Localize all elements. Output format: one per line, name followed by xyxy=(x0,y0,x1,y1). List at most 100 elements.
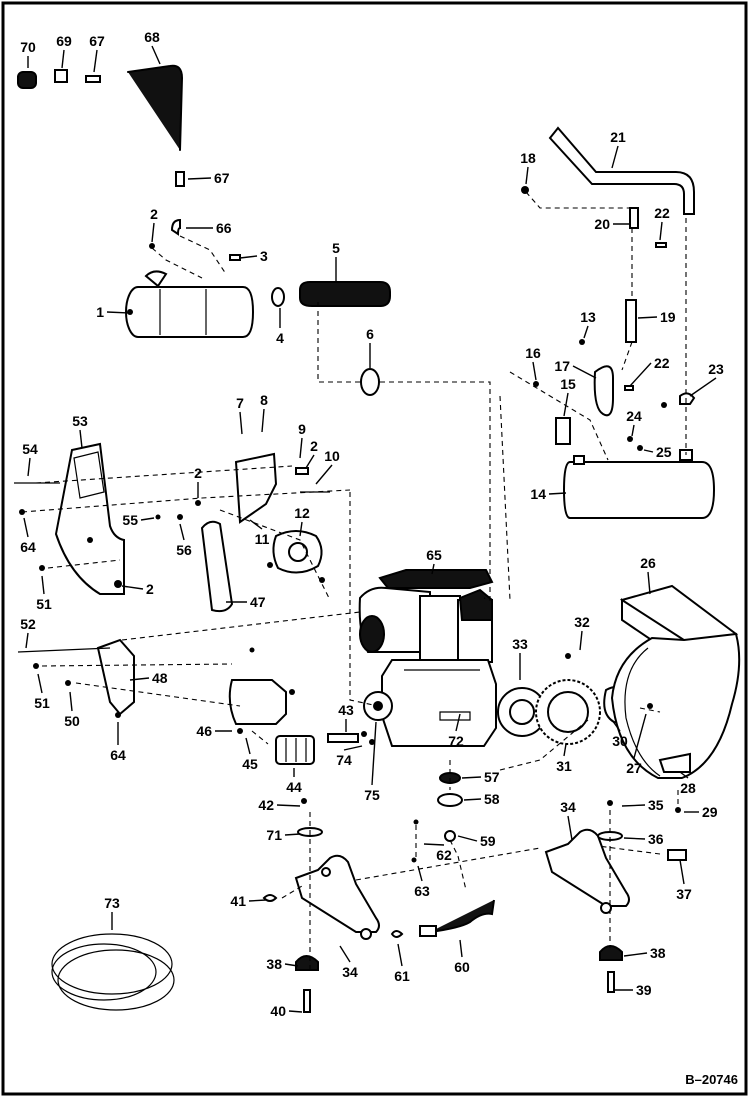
leader-line xyxy=(611,719,621,732)
hose-coil xyxy=(51,933,175,1011)
leader-line xyxy=(637,316,658,319)
callout-35: 35 xyxy=(621,797,664,813)
callout-number: 2 xyxy=(146,581,154,597)
leader-line xyxy=(461,776,482,779)
callout-71: 71 xyxy=(266,827,301,843)
callout-51-1: 51 xyxy=(36,575,52,612)
callout-13: 13 xyxy=(580,309,596,339)
callout-number: 52 xyxy=(20,616,36,632)
callout-73: 73 xyxy=(104,895,120,930)
leader-line xyxy=(525,166,529,185)
callout-63: 63 xyxy=(414,865,430,899)
callout-59: 59 xyxy=(457,833,496,849)
callout-9: 9 xyxy=(298,421,306,459)
callout-50: 50 xyxy=(64,691,80,729)
callout-12: 12 xyxy=(294,505,310,537)
callout-number: 59 xyxy=(480,833,496,849)
callout-68: 68 xyxy=(144,29,161,65)
leader-line xyxy=(25,632,29,649)
callout-46: 46 xyxy=(196,723,232,739)
leader-line xyxy=(611,145,619,169)
callout-number: 28 xyxy=(680,780,696,796)
callout-number: 71 xyxy=(266,827,282,843)
callout-number: 51 xyxy=(34,695,50,711)
callout-number: 31 xyxy=(556,758,572,774)
callout-number: 16 xyxy=(525,345,541,361)
callout-number: 75 xyxy=(364,787,380,803)
callout-4: 4 xyxy=(276,308,284,346)
callout-number: 21 xyxy=(610,129,626,145)
leader-line xyxy=(548,492,567,495)
callout-7: 7 xyxy=(236,395,244,435)
callout-number: 65 xyxy=(426,547,442,563)
leader-line xyxy=(129,677,150,681)
leader-line xyxy=(371,721,377,786)
leader-line xyxy=(455,713,461,732)
callout-number: 57 xyxy=(484,769,500,785)
callout-34-2: 34 xyxy=(560,799,576,841)
callout-number: 46 xyxy=(196,723,212,739)
callout-number: 74 xyxy=(336,752,352,768)
engine-mounts xyxy=(262,798,687,1013)
leader-line xyxy=(689,377,717,397)
callout-8: 8 xyxy=(260,392,268,433)
callout-number: 19 xyxy=(660,309,676,325)
callout-number: 29 xyxy=(702,804,718,820)
leader-line xyxy=(121,585,144,590)
callout-number: 64 xyxy=(110,747,126,763)
callout-number: 10 xyxy=(324,448,340,464)
callout-29: 29 xyxy=(684,804,718,820)
leader-line xyxy=(417,865,423,882)
leader-line xyxy=(23,517,29,538)
leader-line xyxy=(563,392,569,417)
leader-line xyxy=(459,939,463,958)
callout-number: 20 xyxy=(594,216,610,232)
leader-line xyxy=(27,457,31,477)
callout-24: 24 xyxy=(626,408,642,437)
leader-line xyxy=(457,835,478,842)
leader-line xyxy=(151,45,161,65)
callout-number: 23 xyxy=(708,361,724,377)
leader-line xyxy=(276,804,301,807)
leader-line xyxy=(679,859,685,885)
callout-2-1: 2 xyxy=(150,206,158,243)
leader-line xyxy=(563,743,567,757)
leader-line xyxy=(305,454,315,469)
callout-41: 41 xyxy=(230,893,267,909)
callout-36: 36 xyxy=(623,831,664,847)
callout-number: 24 xyxy=(626,408,642,424)
callout-number: 56 xyxy=(176,542,192,558)
callout-number: 14 xyxy=(530,486,546,502)
callout-60: 60 xyxy=(454,939,470,975)
callout-44: 44 xyxy=(286,768,302,795)
callout-5: 5 xyxy=(332,240,340,282)
callout-number: 9 xyxy=(298,421,306,437)
callout-number: 43 xyxy=(338,702,354,718)
callout-number: 73 xyxy=(104,895,120,911)
leader-line xyxy=(343,745,363,751)
callout-number: 22 xyxy=(654,205,670,221)
callout-number: 7 xyxy=(236,395,244,411)
callout-37: 37 xyxy=(676,859,692,902)
callout-number: 42 xyxy=(258,797,274,813)
starter-housing xyxy=(228,647,295,734)
callout-18: 18 xyxy=(520,150,536,185)
callout-number: 8 xyxy=(260,392,268,408)
callout-number: 60 xyxy=(454,959,470,975)
leader-line xyxy=(643,449,654,453)
leader-line xyxy=(621,804,646,807)
leader-line xyxy=(623,952,648,957)
callout-10: 10 xyxy=(315,448,340,485)
callout-number: 38 xyxy=(266,956,282,972)
callout-23: 23 xyxy=(689,361,724,397)
leader-line xyxy=(284,963,299,967)
callout-64-1: 64 xyxy=(20,517,36,555)
leader-line xyxy=(187,177,212,180)
leader-line xyxy=(315,464,333,485)
callout-number: 45 xyxy=(242,756,258,772)
leader-line xyxy=(69,691,73,712)
leader-line xyxy=(532,361,537,381)
callout-56: 56 xyxy=(176,523,192,558)
